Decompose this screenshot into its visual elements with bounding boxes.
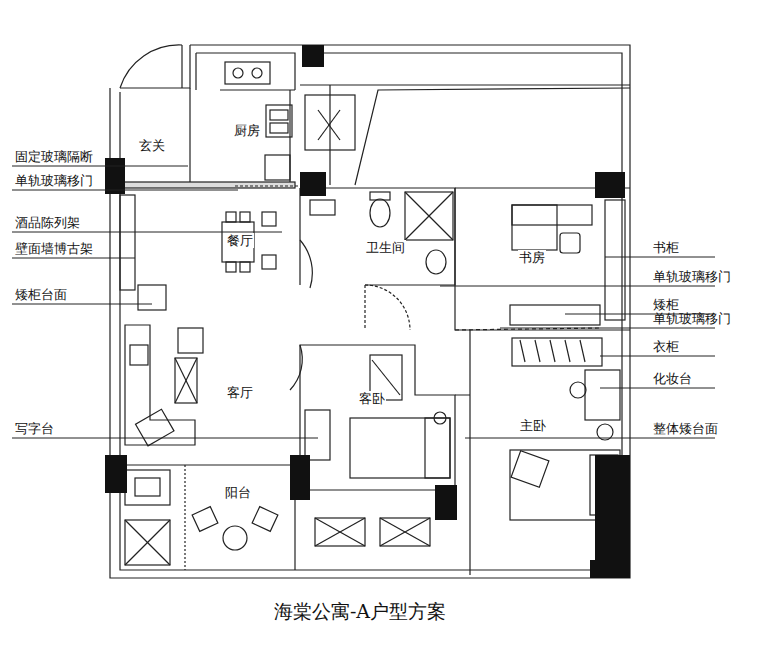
room-name: 主卧 xyxy=(519,418,547,433)
room-name: 卫生间 xyxy=(365,240,406,255)
callout-label: 壁面墙博古架 xyxy=(14,241,94,256)
callout-label: 写字台 xyxy=(14,421,55,436)
callout-label: 矮柜台面 xyxy=(14,287,68,302)
callout-label: 衣柜 xyxy=(652,339,680,354)
room-name: 客卧 xyxy=(358,391,386,406)
callout-label: 单轨玻璃移门 xyxy=(14,173,94,188)
room-name: 书房 xyxy=(518,250,546,265)
room-name: 餐厅 xyxy=(226,233,254,248)
callout-label: 单轨玻璃移门 xyxy=(652,311,732,326)
room-name: 阳台 xyxy=(224,485,252,500)
plan-caption: 海棠公寓-A户型方案 xyxy=(274,599,446,625)
room-name: 厨房 xyxy=(233,123,261,138)
callout-label: 书柜 xyxy=(652,240,680,255)
callout-label: 单轨玻璃移门 xyxy=(652,269,732,284)
callout-label: 矮柜 xyxy=(652,297,680,312)
callout-label: 固定玻璃隔断 xyxy=(14,149,94,164)
callout-label: 化妆台 xyxy=(652,371,693,386)
room-name: 客厅 xyxy=(226,385,254,400)
room-name: 玄关 xyxy=(138,138,166,153)
callout-label: 整体矮台面 xyxy=(652,421,719,436)
callout-label: 酒品陈列架 xyxy=(14,215,81,230)
